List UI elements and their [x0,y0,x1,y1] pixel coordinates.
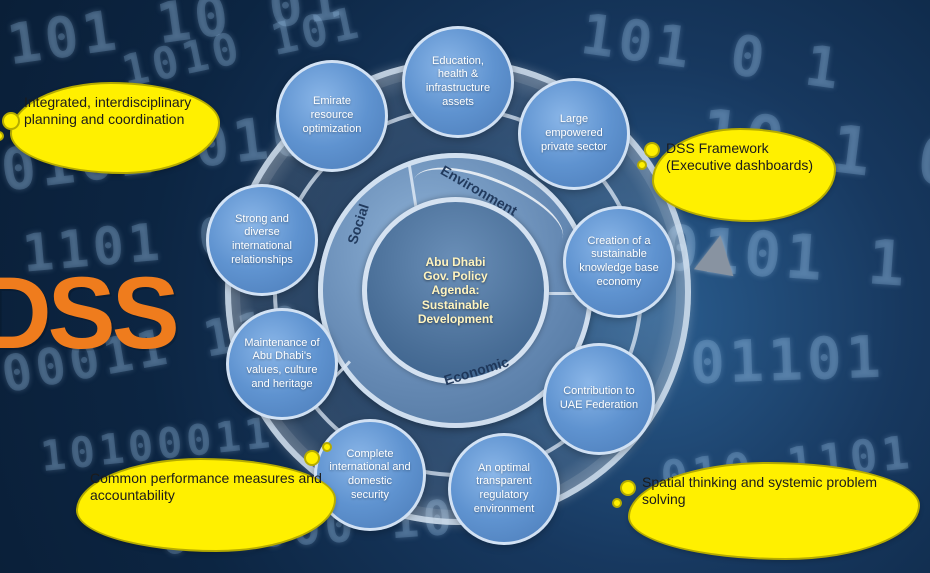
node-contribution-uae-federation: Contribution to UAE Federation [543,343,655,455]
center-line-1: Abu Dhabi [425,254,486,269]
node-values-culture-heritage: Maintenance of Abu Dhabi's values, cultu… [226,308,338,420]
center-line-5: Development [417,312,494,327]
callout-common-performance: Common performance measures and accounta… [76,442,336,552]
center-line-3: Agenda: [431,283,480,298]
callout-integrated-planning: Integrated, interdisciplinary planning a… [0,82,220,174]
node-sustainable-knowledge-economy: Creation of a sustainable knowledge base… [563,206,675,318]
center-line-4: Sustainable [421,297,490,312]
node-optimal-regulatory-environment: An optimal transparent regulatory enviro… [448,433,560,545]
center-hub: Abu Dhabi Gov. Policy Agenda: Sustainabl… [362,197,549,384]
brand-text: DSS [0,256,180,370]
node-international-relationships: Strong and diverse international relatio… [206,184,318,296]
node-resource-optimization: Emirate resource optimization [276,60,388,172]
callout-dss-framework: DSS Framework (Executive dashboards) [637,128,836,222]
policy-diagram: Abu Dhabi Gov. Policy Agenda: Sustainabl… [188,8,740,563]
divider-right [523,292,587,295]
cycle-arrow-head [694,231,740,277]
callout-spatial-thinking: Spatial thinking and systemic problem so… [612,462,920,560]
node-education-health-infrastructure: Education, health & infrastructure asset… [402,26,514,138]
node-large-empowered-private-sector: Large empowered private sector [518,78,630,190]
node-complete-security: Complete international and domestic secu… [314,419,426,531]
center-line-2: Gov. Policy [423,268,488,283]
